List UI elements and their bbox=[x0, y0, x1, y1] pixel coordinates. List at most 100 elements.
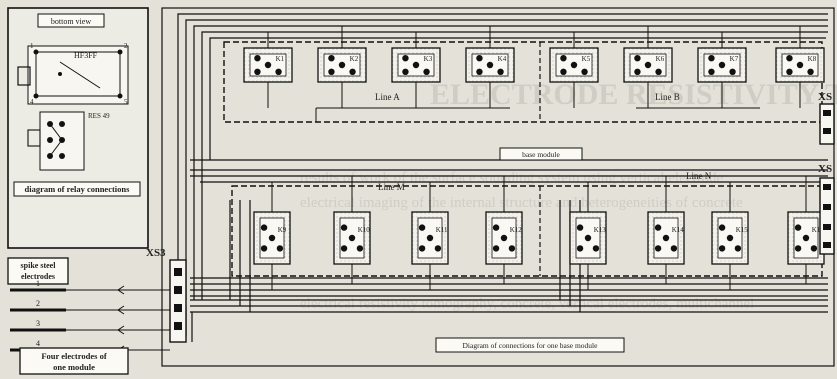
relay-pin bbox=[268, 234, 276, 242]
electrodes-header-line2: electrodes bbox=[21, 272, 55, 281]
electrode-2: 2 bbox=[10, 299, 170, 315]
relay-pin bbox=[476, 55, 483, 62]
background-line-2: electrical imaging of the internal struc… bbox=[300, 195, 743, 211]
relay-pin bbox=[802, 234, 810, 242]
relay-pin bbox=[786, 55, 793, 62]
relay-pin bbox=[796, 61, 804, 69]
electrode-number: 3 bbox=[36, 319, 40, 328]
xs3-connector: XS3 bbox=[146, 247, 187, 343]
relay-pin bbox=[708, 55, 715, 62]
relay-pin bbox=[508, 245, 516, 252]
relay-pin bbox=[662, 234, 670, 242]
relay-pin bbox=[486, 61, 494, 69]
relay-pin bbox=[356, 245, 364, 252]
svg-text:1: 1 bbox=[30, 42, 34, 50]
relay-label: K6 bbox=[656, 55, 665, 63]
relay-hf3ff-symbol: HF3FF 1 2 4 5 bbox=[17, 42, 129, 106]
relay-label: K12 bbox=[510, 226, 523, 234]
relay-pin bbox=[423, 68, 430, 76]
svg-text:4: 4 bbox=[30, 98, 34, 106]
wiring-frame bbox=[161, 7, 835, 367]
relay-pin bbox=[338, 61, 346, 69]
relay-pin bbox=[634, 55, 641, 62]
relay-pin bbox=[655, 68, 662, 76]
relay-pin bbox=[426, 234, 434, 242]
relay-pin bbox=[654, 224, 662, 231]
electrode-1: 1 bbox=[10, 279, 170, 295]
relay-pin bbox=[328, 55, 335, 62]
electrodes-caption-line2: one module bbox=[53, 362, 95, 372]
relay-hf3ff-label: HF3FF bbox=[74, 51, 98, 60]
relay-label: K1 bbox=[276, 55, 285, 63]
relay-pin bbox=[402, 68, 409, 76]
relay-pin bbox=[276, 245, 284, 252]
relay-pin bbox=[560, 68, 567, 76]
relay-pin bbox=[786, 68, 793, 76]
relay-pin bbox=[670, 245, 678, 252]
xs3-label: XS3 bbox=[146, 247, 166, 259]
electrode-number: 1 bbox=[36, 279, 40, 288]
relay-pin bbox=[794, 224, 802, 231]
lower-relay-k13: K13 bbox=[569, 211, 607, 265]
relay-pin bbox=[500, 234, 508, 242]
relay-label: K16 bbox=[812, 226, 825, 234]
upper-relay-k8: K8 bbox=[775, 47, 825, 83]
relay-pin bbox=[434, 245, 442, 252]
relay-pin bbox=[254, 68, 261, 76]
relay-label: K2 bbox=[350, 55, 359, 63]
relay-label: K10 bbox=[358, 226, 371, 234]
xs-connector-bottom: XS bbox=[818, 163, 835, 255]
svg-text:2: 2 bbox=[124, 42, 128, 50]
relay-pin bbox=[654, 245, 662, 252]
relay-pin bbox=[254, 55, 261, 62]
lower-relay-k11: K11 bbox=[411, 211, 449, 265]
bottom-view-label: bottom view bbox=[51, 17, 91, 26]
base-module-label: base module bbox=[522, 150, 560, 159]
relay-pin bbox=[718, 61, 726, 69]
relay-pin bbox=[275, 68, 282, 76]
relay-label: K5 bbox=[582, 55, 591, 63]
relay-pin bbox=[581, 68, 588, 76]
relay-pin bbox=[349, 68, 356, 76]
relay-pin bbox=[492, 245, 500, 252]
upper-relay-k5: K5 bbox=[549, 47, 599, 83]
xs-top-label: XS bbox=[818, 91, 832, 103]
relay-connections-box: bottom view HF3FF 1 2 4 5 bbox=[7, 7, 149, 249]
relay-pin bbox=[418, 245, 426, 252]
relay-label: K13 bbox=[594, 226, 607, 234]
upper-relay-k4: K4 bbox=[465, 47, 515, 83]
relay-pin bbox=[576, 245, 584, 252]
upper-relay-row: K1 K2 K3 K4 K5 K6 K7 K8 bbox=[243, 26, 825, 108]
relay-label: K7 bbox=[730, 55, 739, 63]
relay-pin bbox=[260, 245, 268, 252]
relay-pin bbox=[584, 234, 592, 242]
lower-relay-k9: K9 bbox=[253, 211, 291, 265]
relay-pin bbox=[348, 234, 356, 242]
electrode-3: 3 bbox=[10, 319, 170, 335]
relay-pin bbox=[592, 245, 600, 252]
relay-pin bbox=[340, 224, 348, 231]
relay-res49-label: RES 49 bbox=[88, 112, 110, 120]
relay-pin bbox=[264, 61, 272, 69]
relay-label: K11 bbox=[436, 226, 448, 234]
relay-label: K3 bbox=[424, 55, 433, 63]
lower-relay-k16: K16 bbox=[787, 211, 825, 265]
relay-pin bbox=[807, 68, 814, 76]
line-b-label: Line B bbox=[655, 92, 680, 102]
diagram-caption: Diagram of connections for one base modu… bbox=[463, 341, 599, 350]
xs-bottom-label: XS bbox=[818, 163, 832, 175]
relay-label: K15 bbox=[736, 226, 749, 234]
upper-relay-k2: K2 bbox=[317, 47, 367, 83]
relay-pin bbox=[412, 61, 420, 69]
electrodes-header-line1: spike steel bbox=[21, 261, 57, 270]
electrode-number: 4 bbox=[36, 339, 40, 348]
line-n-label: Line N bbox=[686, 171, 712, 181]
lower-relay-k10: K10 bbox=[333, 211, 371, 265]
relay-pin bbox=[810, 245, 818, 252]
upper-relay-k1: K1 bbox=[243, 47, 293, 83]
lower-relay-k12: K12 bbox=[485, 211, 523, 265]
relay-pin bbox=[402, 55, 409, 62]
relay-pin bbox=[340, 245, 348, 252]
